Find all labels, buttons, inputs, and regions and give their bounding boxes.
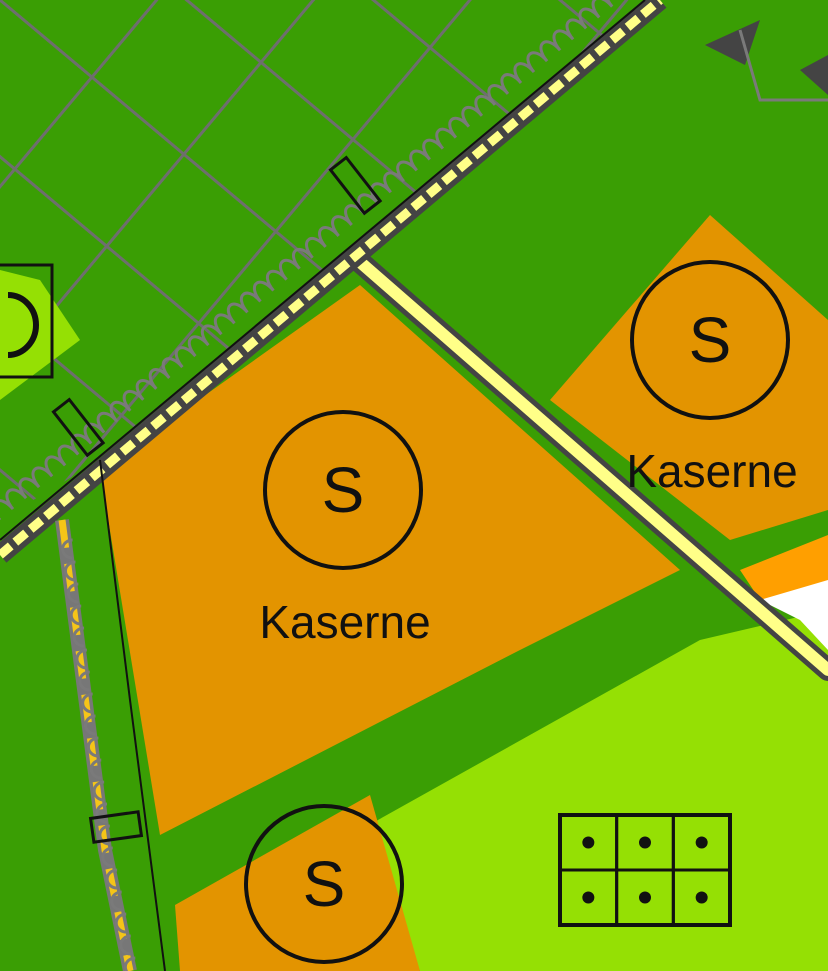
rail-fence-loop [81,692,93,714]
allotment-dot [639,836,651,849]
rail-fence-loop [78,670,90,692]
rail-fence-loop [110,890,122,912]
zone-symbol-letter: S [322,454,365,526]
rail-fence-loop [101,846,113,868]
meadow-area-bottom [360,610,828,971]
marker-rect-2 [51,397,106,458]
road-fill [354,256,828,676]
fence-line [0,0,614,520]
zone-symbol-3: S [244,804,404,964]
rail-fence-loop [69,604,82,626]
zone-label: Kaserne [259,596,430,648]
rail-fence-loop [63,560,76,582]
rail-fence-loop [89,758,102,780]
allotment-dot [582,836,595,849]
rail-fence-loop [72,626,85,648]
rail-fence-loop [114,912,127,934]
marker-rect-3 [88,810,144,844]
rail-fence-loops [61,538,136,971]
marker-rect-1 [328,155,383,216]
allotment-dot [695,836,708,849]
rail-fence-loop [84,714,96,736]
main-road-fill [0,0,663,559]
allotment-dot [695,891,708,904]
rail-fence-loop [95,802,108,824]
rail-fence-loop [123,956,136,971]
rail-fence-loop [61,538,73,560]
allotment-grid-icon [558,813,732,927]
military-zone-bottom [175,795,420,971]
zone-symbol-letter: S [689,304,732,376]
arrow-icon [705,20,828,102]
military-zone-main [100,285,680,835]
rail-fence-loop [66,582,79,604]
main-road-edge [0,0,646,541]
rail-fence-loop [119,934,131,956]
allotment-cell [671,868,732,927]
rail-fence-loop [86,736,99,758]
allotment-dot [582,891,595,904]
rail-fence-loop [98,824,111,846]
white-strip [760,580,828,650]
boundary-line [99,459,166,971]
rail-fence-loop [105,868,118,890]
meadow-area-left [0,270,80,400]
zone-symbol-letter: S [303,848,346,920]
rail-fence-loop [92,780,105,802]
zone-symbol-1: S [263,410,423,570]
military-zone-right [550,215,828,540]
rail-fence-loop [75,648,88,670]
zone-symbol-2: S [630,260,790,420]
partial-frame-symbol [0,263,54,379]
zone-label: Kaserne [626,445,797,497]
allotment-dot [639,891,651,904]
